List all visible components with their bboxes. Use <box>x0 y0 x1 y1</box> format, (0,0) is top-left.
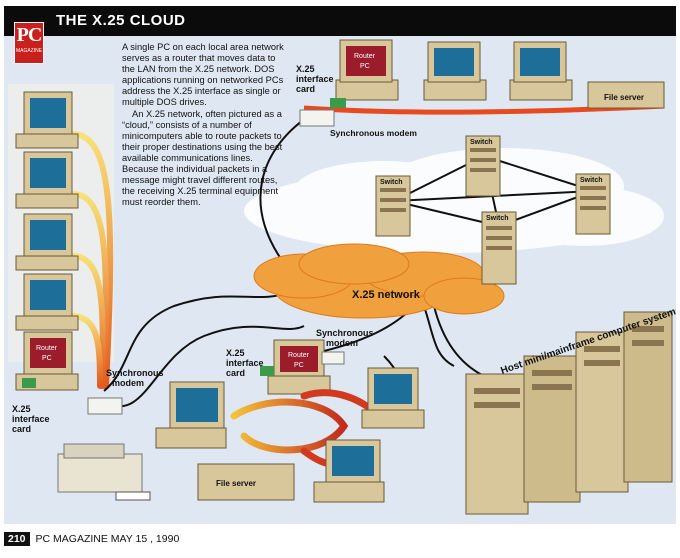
left-data-flow <box>71 131 114 389</box>
interface-card-label-line3: card <box>296 84 315 94</box>
page-footer: 210 PC MAGAZINE MAY 15 , 1990 <box>4 532 180 546</box>
file-server-label: File server <box>604 93 644 102</box>
sync-modem-label-line2: modem <box>326 338 358 348</box>
switch-label: Switch <box>486 215 509 222</box>
logo-main-text: PC <box>16 24 43 46</box>
logo-sub-text: MAGAZINE <box>15 48 43 54</box>
sync-modem-label-line2: modem <box>112 378 144 388</box>
page-number: 210 <box>4 532 30 546</box>
interface-card-label-line2: interface <box>226 358 264 368</box>
switch-unit: Switch <box>375 175 411 237</box>
sync-modem-label-line1: Synchronous <box>316 328 374 338</box>
top-workstation-pc <box>509 41 573 101</box>
interface-card-label-line1: X.25 <box>12 404 31 414</box>
bottom-router-pc: Router PC <box>260 339 331 395</box>
router-pc-label-line1: Router <box>288 352 310 359</box>
router-pc-label-line2: PC <box>294 362 304 369</box>
interface-card-label-line2: interface <box>296 74 334 84</box>
top-workstation-pc <box>423 41 487 101</box>
switch-label: Switch <box>580 177 603 184</box>
router-pc-label-line2: PC <box>42 355 52 362</box>
left-router-pc: Router PC <box>15 331 79 391</box>
network-diagram: X.25 network Switch Switch Switch <box>8 39 676 515</box>
left-lan-pc <box>15 151 79 209</box>
body-paragraph-1: A single PC on each local area network s… <box>122 42 284 108</box>
footer-text: PC MAGAZINE MAY 15 , 1990 <box>35 533 180 545</box>
figure-title: THE X.25 CLOUD <box>56 12 186 29</box>
bottom-workstation-pc <box>361 367 425 429</box>
switch-unit: Switch <box>575 173 611 235</box>
switch-unit: Switch <box>465 135 501 197</box>
switch-unit: Switch <box>481 211 517 285</box>
x25-cloud-figure: PC MAGAZINE THE X.25 CLOUD <box>4 6 676 524</box>
bottom-workstation-pc <box>313 439 385 503</box>
printer <box>57 443 151 501</box>
router-pc-label-line2: PC <box>360 63 370 70</box>
interface-card-label-line1: X.25 <box>226 348 245 358</box>
switch-label: Switch <box>380 179 403 186</box>
left-lan-pc <box>15 213 79 271</box>
x25-network-cloud <box>253 243 505 319</box>
bottom-workstation-pc <box>155 381 227 449</box>
sync-modem-label-line1: Synchronous <box>106 368 164 378</box>
body-text: A single PC on each local area network s… <box>122 42 290 208</box>
top-router-pc: Router PC <box>330 39 399 108</box>
file-server-label: File server <box>216 479 256 488</box>
switch-label: Switch <box>470 139 493 146</box>
left-lan-pc <box>15 273 79 331</box>
interface-card-label-line3: card <box>12 424 31 434</box>
left-sync-modem <box>87 397 123 415</box>
interface-card-label-line3: card <box>226 368 245 378</box>
interface-card-label-line2: interface <box>12 414 50 424</box>
interface-card-label-line1: X.25 <box>296 64 315 74</box>
bottom-sync-modem <box>321 351 345 365</box>
host-computer-systems <box>465 311 673 515</box>
left-lan-pc <box>15 91 79 149</box>
top-file-server: File server <box>587 81 665 109</box>
header-bar <box>4 6 676 36</box>
x25-network-label: X.25 network <box>352 289 421 301</box>
top-sync-modem <box>299 109 335 127</box>
sync-modem-label: Synchronous modem <box>330 128 417 138</box>
body-paragraph-2: An X.25 network, often pictured as a “cl… <box>122 108 283 208</box>
router-pc-label-line1: Router <box>354 53 376 60</box>
bottom-file-server: File server <box>197 463 295 501</box>
pc-magazine-logo: PC MAGAZINE <box>14 22 44 64</box>
router-pc-label-line1: Router <box>36 345 58 352</box>
